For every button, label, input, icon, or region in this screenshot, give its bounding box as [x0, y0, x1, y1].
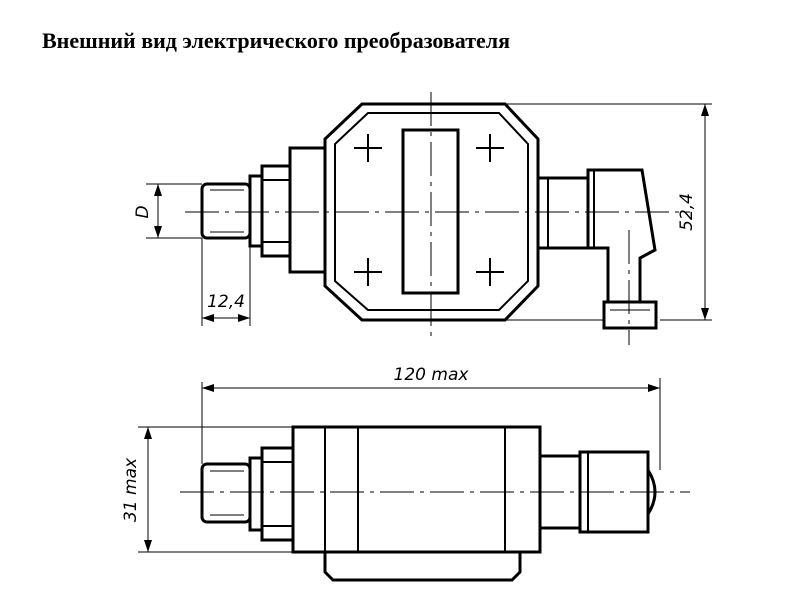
dim-d-label: D [133, 205, 153, 218]
front-washer [248, 456, 264, 532]
dim-d [146, 183, 202, 239]
dim-thread-length-label: 12,4 [207, 292, 245, 312]
screw-marks [354, 134, 504, 286]
dim-depth [138, 426, 325, 553]
cable-gland [602, 300, 658, 330]
left-flange [288, 146, 327, 274]
connector-body [536, 176, 590, 250]
dim-height-label: 52,4 [677, 193, 697, 231]
dim-thread-length [201, 238, 251, 326]
washer [248, 174, 264, 248]
front-view: 120 max 31 max [121, 365, 690, 582]
dim-depth-label: 31 max [121, 457, 141, 522]
front-body [291, 425, 542, 554]
top-view: D 12,4 52,4 [133, 92, 712, 345]
dim-length [201, 378, 661, 470]
threaded-fitting [200, 182, 252, 240]
front-fitting [200, 462, 252, 524]
dim-height [505, 103, 712, 321]
slide-title: Внешний вид электрического преобразовате… [42, 28, 511, 53]
front-base [323, 550, 522, 582]
body-inner-outline [334, 112, 529, 311]
connector-plug [586, 168, 657, 304]
dim-length-label: 120 max [394, 365, 470, 385]
